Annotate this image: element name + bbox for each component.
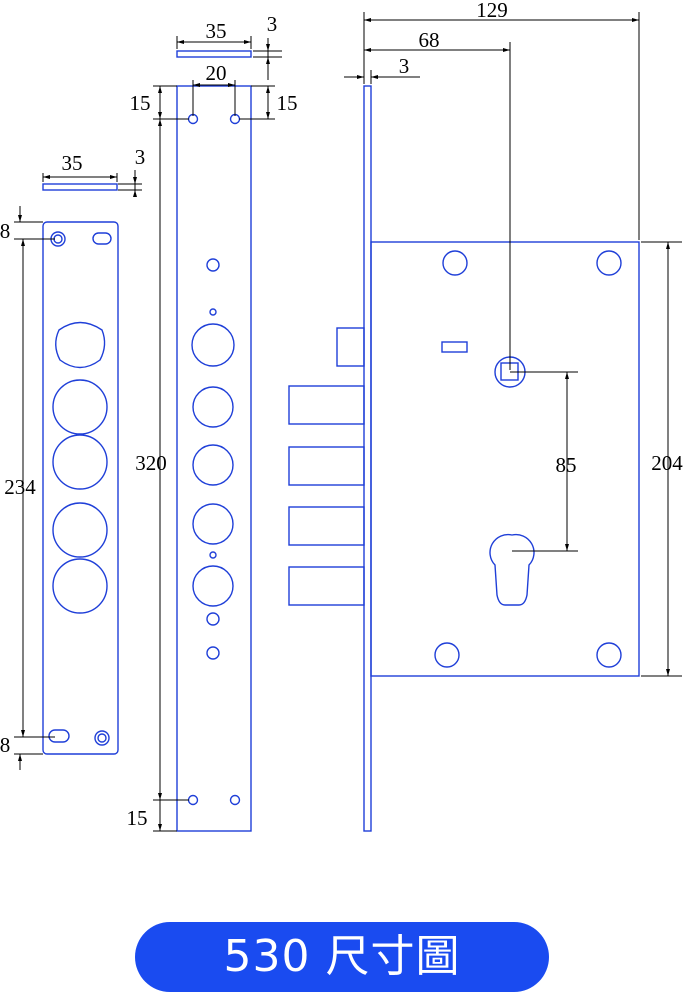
front-plate-offset-top-label: 8 <box>0 219 10 243</box>
front-plate-offset-bottom-label: 8 <box>0 733 10 757</box>
title-banner: 530 尺寸圖 <box>135 922 549 992</box>
lock-center-distance-label: 85 <box>556 453 577 477</box>
back-plate-thickness-label: 3 <box>267 12 278 36</box>
lock-total-depth-label: 129 <box>476 0 508 22</box>
deadbolt-3 <box>288 506 365 546</box>
back-plate-offset-top-right-label: 15 <box>277 91 298 115</box>
lock-case <box>370 241 640 677</box>
lock-case-height-label: 204 <box>651 451 683 475</box>
back-plate-offset-bottom-label: 15 <box>127 806 148 830</box>
lock-body-view: 129 68 3 85 204 <box>288 0 683 832</box>
lock-slot <box>441 341 468 353</box>
front-plate-outline <box>42 221 119 755</box>
back-plate-hole-spacing-label: 20 <box>206 61 227 85</box>
front-plate-hole-spacing-label: 234 <box>4 475 36 499</box>
deadbolt-4 <box>288 566 365 606</box>
back-plate-view: 35 3 20 15 <box>127 12 298 832</box>
front-plate-view: 35 3 8 234 <box>0 145 145 770</box>
lock-faceplate <box>363 85 372 832</box>
back-plate-offset-top-left-label: 15 <box>130 91 151 115</box>
lock-backset-label: 68 <box>419 28 440 52</box>
back-plate-edge <box>176 50 252 58</box>
back-plate-outline <box>176 85 252 832</box>
back-plate-width-label: 35 <box>206 19 227 43</box>
cylinder-cutout <box>489 533 535 606</box>
latch-bolt <box>336 327 365 367</box>
front-plate-edge <box>42 183 118 191</box>
front-plate-width-label: 35 <box>62 151 83 175</box>
deadbolt-2 <box>288 446 365 486</box>
back-plate-length-label: 320 <box>135 451 167 475</box>
lock-faceplate-thickness-label: 3 <box>399 54 410 78</box>
deadbolt-1 <box>288 385 365 425</box>
front-plate-thickness-label: 3 <box>135 145 146 169</box>
